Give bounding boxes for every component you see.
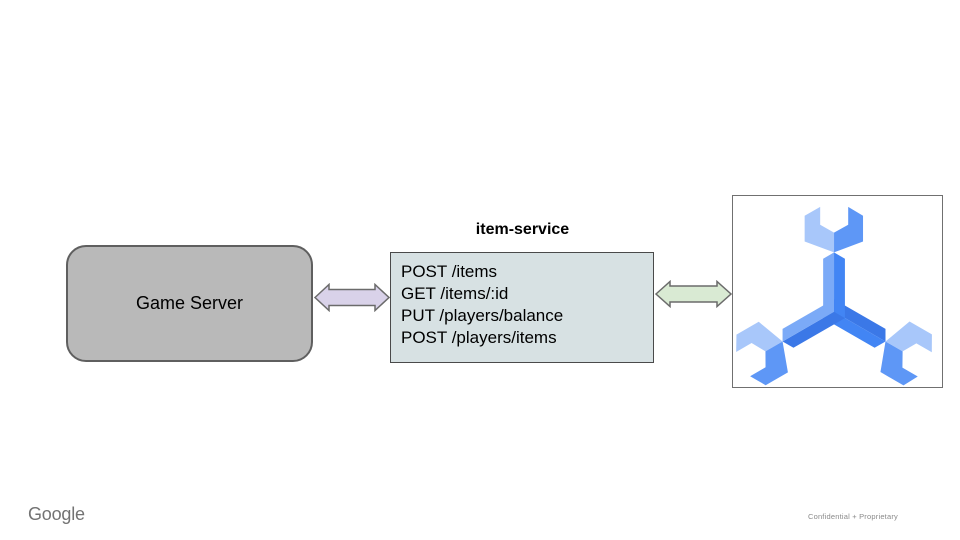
google-logo: Google (28, 504, 85, 524)
game-server-label: Game Server (135, 293, 244, 313)
item-service-title: item-service (475, 221, 570, 238)
connector-arrow-right[interactable] (655, 280, 732, 308)
double-arrow-icon (314, 283, 390, 312)
kubernetes-engine-icon (736, 206, 932, 386)
endpoint-line: PUT /players/balance (401, 306, 564, 325)
connector-arrow-left[interactable] (314, 283, 390, 312)
endpoint-line: POST /players/items (401, 328, 557, 347)
item-service-node[interactable]: POST /items GET /items/:id PUT /players/… (390, 252, 654, 363)
kubernetes-engine-node[interactable] (732, 195, 943, 388)
endpoint-line: GET /items/:id (401, 284, 509, 303)
confidential-note: Confidential + Proprietary (807, 512, 898, 521)
endpoint-line: POST /items (401, 262, 498, 281)
double-arrow-icon (655, 280, 732, 308)
game-server-node[interactable]: Game Server (66, 245, 313, 362)
